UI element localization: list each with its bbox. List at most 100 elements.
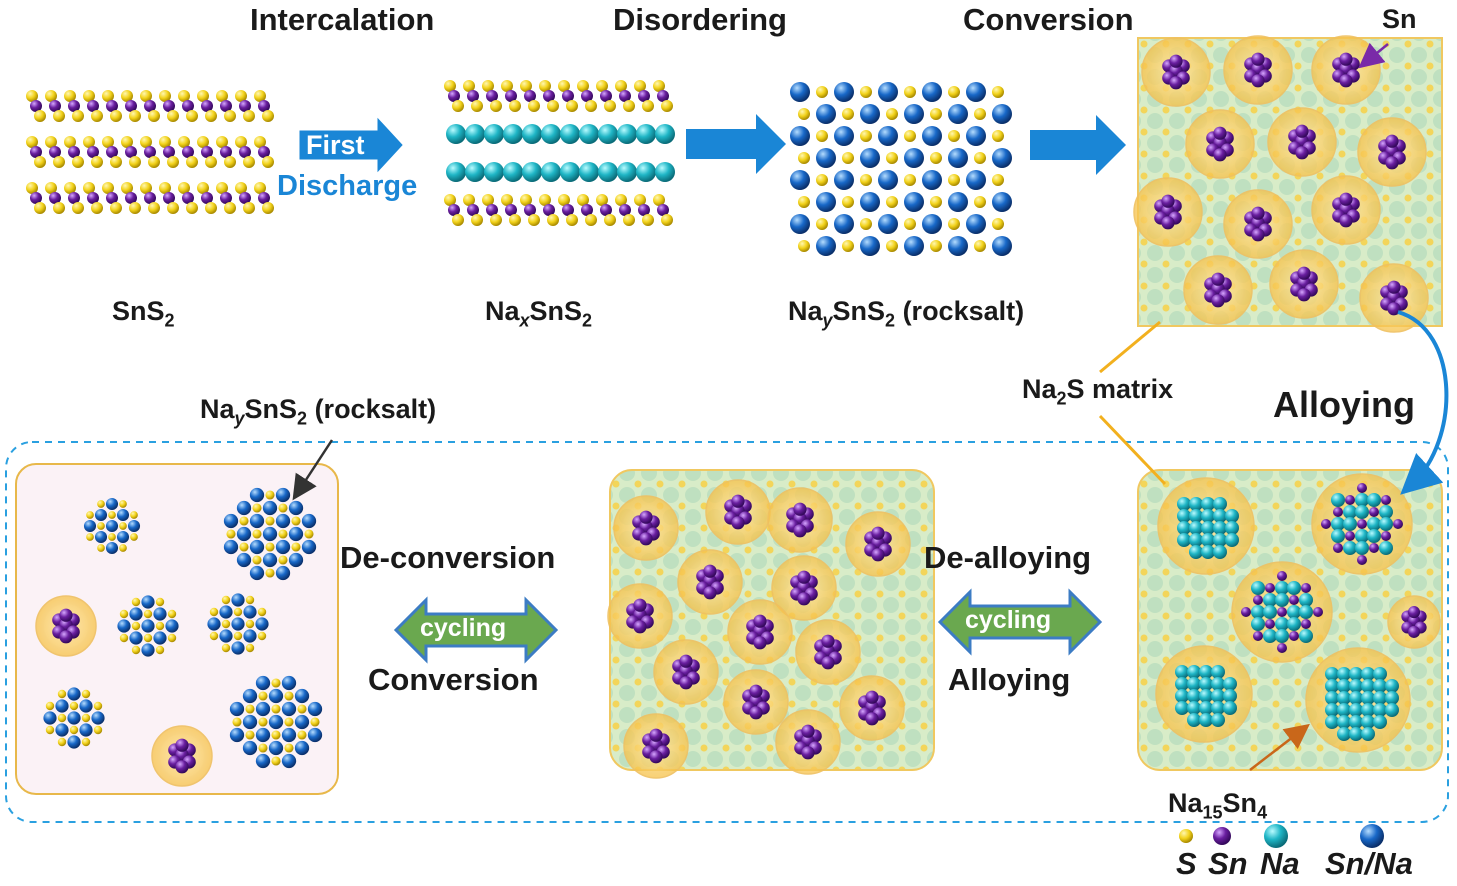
deconversion-rocksalt-particle bbox=[268, 740, 284, 756]
na15sn4-cluster bbox=[1189, 533, 1203, 547]
deconversion-rocksalt-particle bbox=[271, 678, 281, 688]
alloying-curved-arrow bbox=[1397, 310, 1449, 495]
na15sn4-cluster bbox=[1277, 643, 1287, 653]
sns2-sn-atom bbox=[49, 146, 61, 158]
naxsns2-na-atom bbox=[446, 124, 466, 144]
cycling-sn-cluster bbox=[679, 654, 693, 668]
sns2-sn-atom bbox=[239, 146, 251, 158]
na15sn4-cluster bbox=[1287, 605, 1301, 619]
sns2-s-atom bbox=[26, 182, 38, 194]
deconversion-rocksalt-particle bbox=[268, 714, 284, 730]
na15sn4-cluster bbox=[1251, 605, 1265, 619]
deconversion-rocksalt-particle bbox=[119, 522, 127, 530]
rocksalt-callout-line bbox=[292, 439, 334, 501]
rocksalt-s-atom bbox=[992, 130, 1004, 142]
naxsns2-sn-atom bbox=[657, 90, 669, 102]
rocksalt-s-atom bbox=[930, 240, 942, 252]
na15sn4-cluster bbox=[1331, 517, 1345, 531]
rocksalt-s-atom bbox=[904, 218, 916, 230]
deconversion-rocksalt-particle bbox=[255, 675, 271, 691]
rocksalt-snna-atom bbox=[992, 104, 1012, 124]
rocksalt-snna-atom bbox=[948, 104, 968, 124]
naxsns2-na-atom bbox=[465, 124, 485, 144]
rocksalt-s-atom bbox=[974, 108, 986, 120]
naxsns2-s-atom bbox=[623, 214, 635, 226]
sns2-s-atom bbox=[205, 202, 217, 214]
na2s-pre: Na bbox=[1022, 374, 1057, 404]
deconversion-rocksalt-particle bbox=[67, 735, 81, 749]
rocksalt-s-atom bbox=[904, 130, 916, 142]
sns2-s-atom bbox=[53, 156, 65, 168]
na15sn4-cluster bbox=[1345, 495, 1355, 505]
naxsns2-s-atom bbox=[634, 194, 646, 206]
na15sn4-sub1: 15 bbox=[1202, 802, 1223, 823]
cycling-sn-cluster bbox=[731, 494, 745, 508]
na15sn4-cluster bbox=[1331, 493, 1345, 507]
sns2-s-atom bbox=[243, 156, 255, 168]
na15sn4-cluster bbox=[1175, 665, 1189, 679]
deconversion-rocksalt-particle bbox=[45, 701, 55, 711]
rocksalt-snna-atom bbox=[966, 214, 986, 234]
sns2-sn-atom bbox=[201, 192, 213, 204]
sns2-s-atom bbox=[197, 136, 209, 148]
deconversion-rocksalt-particle bbox=[275, 487, 291, 503]
naxsns2-sn-atom bbox=[619, 90, 631, 102]
sns2-s-atom bbox=[91, 202, 103, 214]
conversion-arrow bbox=[1030, 115, 1126, 175]
na15sn4-cluster bbox=[1379, 505, 1393, 519]
na15sn4-cluster bbox=[1189, 497, 1203, 511]
naxsns2-na-atom bbox=[465, 162, 485, 182]
naxsns2-sn-atom bbox=[657, 204, 669, 216]
deconversion-rocksalt-particle bbox=[117, 619, 131, 633]
conversion-sn-cluster bbox=[1295, 124, 1309, 138]
naxsns2-s-atom bbox=[585, 100, 597, 112]
rocksalt-snna-atom bbox=[790, 214, 810, 234]
naxsns2-s-atom bbox=[558, 80, 570, 92]
naxsns2-sn-atom bbox=[524, 90, 536, 102]
sns2-sn-atom bbox=[144, 146, 156, 158]
rocksalt-s-atom bbox=[886, 196, 898, 208]
sns2-s-atom bbox=[224, 110, 236, 122]
na15sn4-cluster bbox=[1369, 507, 1379, 517]
naxsns2-na-atom bbox=[484, 162, 504, 182]
sns2-sn-atom bbox=[68, 146, 80, 158]
naxsns2-na-atom bbox=[541, 124, 561, 144]
na15sn4-cluster bbox=[1349, 691, 1363, 705]
sns2-s-atom bbox=[178, 90, 190, 102]
sns2-s-atom bbox=[167, 156, 179, 168]
sns2-s-atom bbox=[45, 182, 57, 194]
na15sn4-cluster bbox=[1337, 691, 1351, 705]
deconversion-rocksalt-particle bbox=[119, 544, 127, 552]
na15sn4-cluster bbox=[1349, 679, 1363, 693]
deconversion-rocksalt-particle bbox=[265, 516, 275, 526]
conversion-sn-cluster bbox=[1339, 52, 1353, 66]
sns2-s-atom bbox=[53, 110, 65, 122]
sns2-s-atom bbox=[102, 136, 114, 148]
deconversion-rocksalt-particle bbox=[249, 487, 265, 503]
na15sn4-cluster bbox=[1175, 701, 1189, 715]
sns2-s-atom bbox=[121, 136, 133, 148]
na15sn4-cluster bbox=[1199, 689, 1213, 703]
sns2-sn-atom bbox=[106, 146, 118, 158]
sns2-s-atom bbox=[159, 182, 171, 194]
cycling-sn-cluster bbox=[865, 712, 879, 726]
na15sn4-cluster bbox=[1349, 667, 1363, 681]
naxsns2-sn-atom bbox=[581, 204, 593, 216]
naxsns2-na-atom bbox=[579, 124, 599, 144]
sns2-s-atom bbox=[140, 90, 152, 102]
rocksalt-snna-atom bbox=[966, 126, 986, 146]
naxsns2-sn-atom bbox=[581, 90, 593, 102]
sns2-sn-atom bbox=[87, 100, 99, 112]
na15sn4-cluster bbox=[1343, 505, 1357, 519]
na15sn4-cluster bbox=[1355, 529, 1369, 543]
deconversion-rocksalt-particle bbox=[155, 645, 165, 655]
sns2-sn-atom bbox=[239, 192, 251, 204]
label-naxsns2: NaxSnS2 bbox=[485, 296, 592, 331]
deconversion-rocksalt-particle bbox=[242, 740, 258, 756]
first-discharge-line2: Discharge bbox=[277, 170, 418, 202]
deconversion-rocksalt-particle bbox=[129, 631, 143, 645]
deconversion-rocksalt-particle bbox=[265, 568, 275, 578]
cycling-sn-cluster bbox=[633, 598, 647, 612]
sns2-s-atom bbox=[129, 110, 141, 122]
sns2-sn-atom bbox=[220, 146, 232, 158]
